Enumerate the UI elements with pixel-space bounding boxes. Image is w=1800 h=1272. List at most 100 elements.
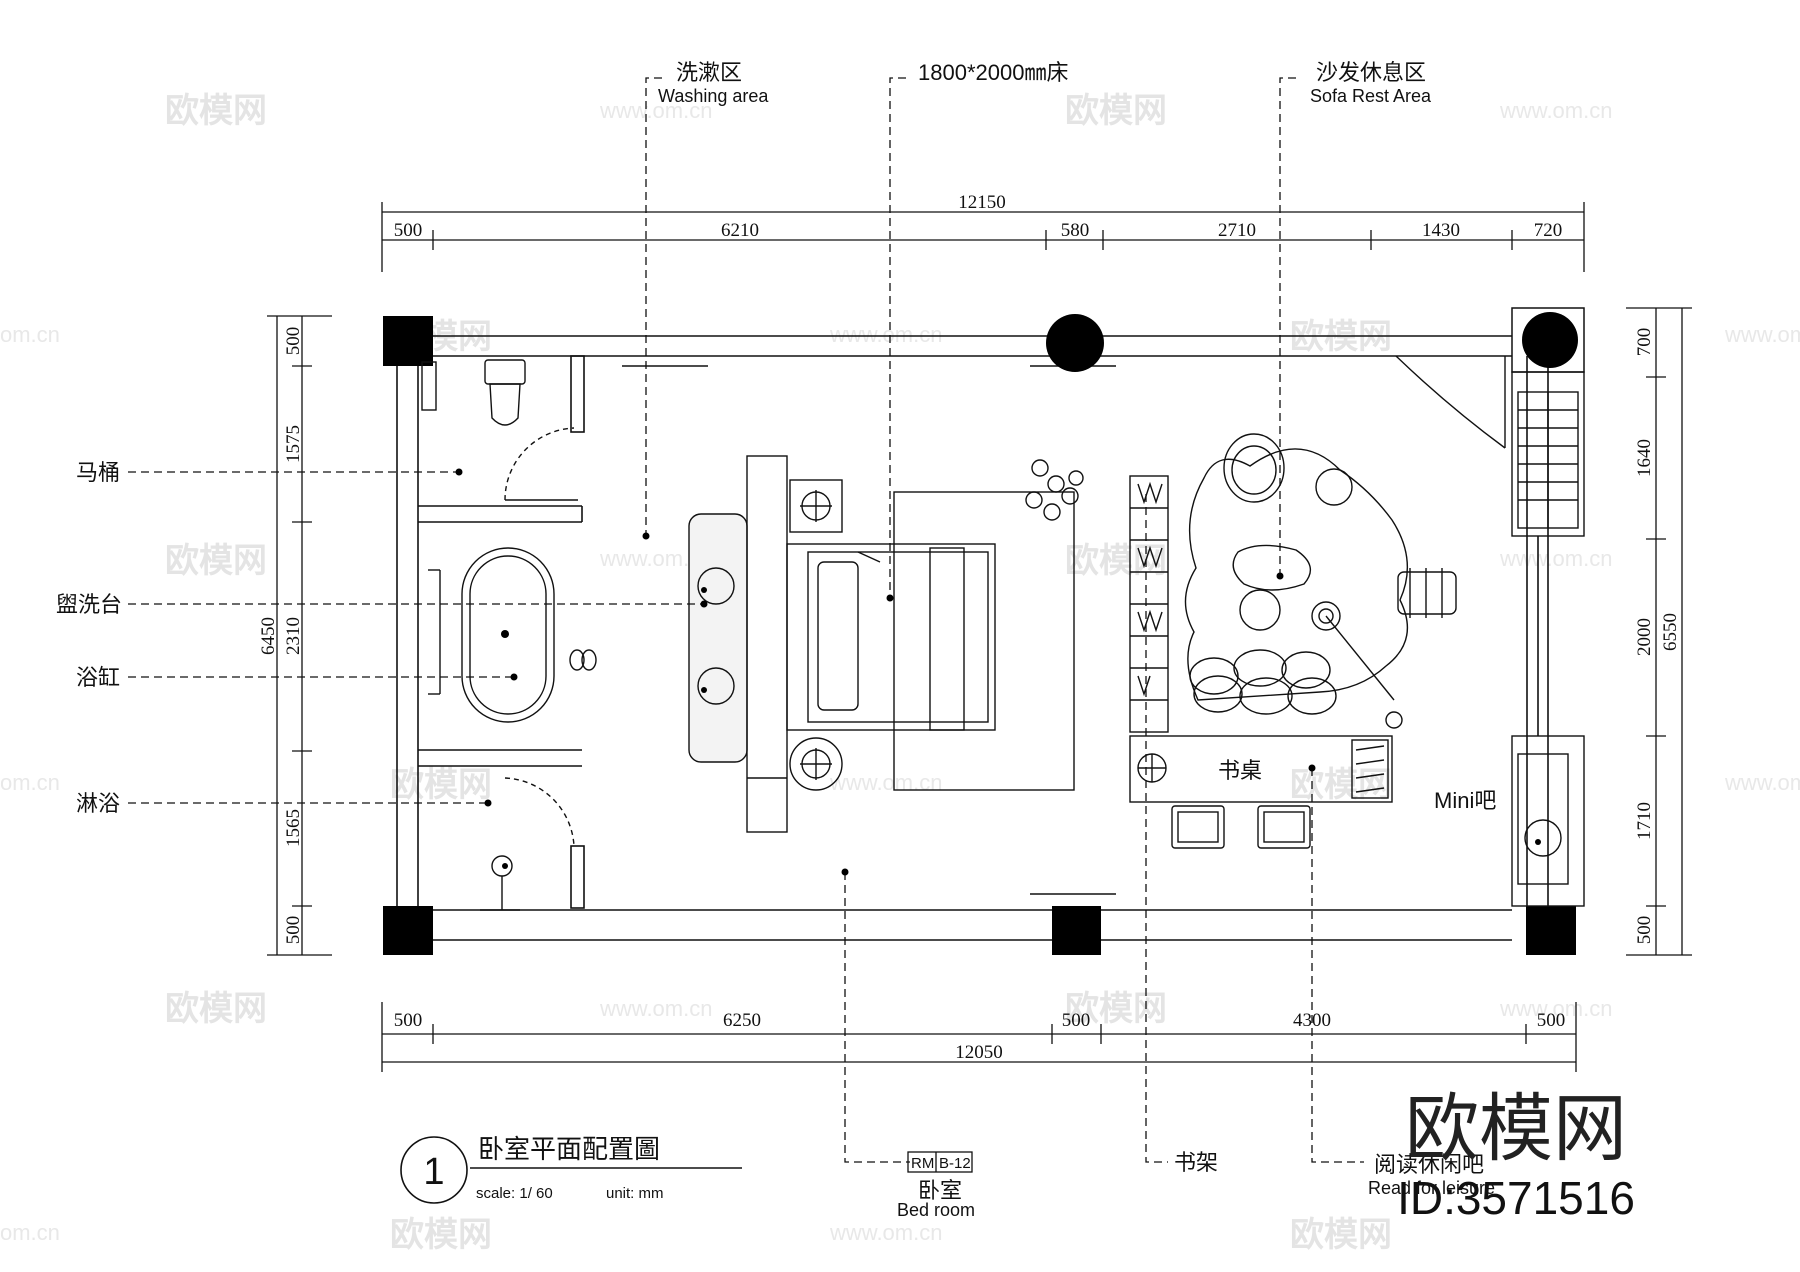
nightstand-bottom (789, 737, 843, 791)
label-sofa-en: Sofa Rest Area (1310, 86, 1432, 106)
watermark-site: www.om.cn (829, 322, 942, 347)
watermark-site: om.cn (0, 1220, 60, 1245)
watermark-brand: 欧模网 (1290, 318, 1392, 356)
dim-left-total: 6450 (258, 617, 279, 655)
watermark-brand: 欧模网 (1065, 542, 1167, 580)
lounge-chair (1223, 433, 1285, 503)
walls (396, 335, 1549, 941)
watermark-brand: 欧模网 (1065, 990, 1167, 1028)
sofa-rug (1184, 448, 1409, 701)
side-table (1315, 468, 1353, 506)
label-bathtub: 浴缸 (76, 665, 120, 690)
dimension-texts: 12150 500 6210 580 2710 1430 720 500 625… (258, 192, 1681, 1063)
label-shower: 淋浴 (76, 791, 120, 816)
dim-top-5: 720 (1534, 220, 1563, 241)
bath-shelf (421, 361, 437, 411)
entry-door-swing (1395, 355, 1506, 449)
dim-bottom-4: 500 (1537, 1010, 1566, 1031)
dim-top-0: 500 (394, 220, 423, 241)
dim-bottom-1: 6250 (723, 1010, 761, 1031)
dim-bottom-2: 500 (1062, 1010, 1091, 1031)
column-round-right (1522, 312, 1578, 368)
watermark-site: www.om.cn (599, 98, 712, 123)
column-round-top (1046, 314, 1104, 372)
coffee-table (1232, 544, 1312, 591)
dim-left-3: 1565 (283, 809, 304, 847)
dim-bottom-0: 500 (394, 1010, 423, 1031)
label-washing-en: Washing area (658, 86, 769, 106)
room-code-a: RM (911, 1155, 934, 1172)
label-toilet: 马桶 (76, 460, 120, 485)
label-desk: 书桌 (1218, 758, 1262, 783)
watermark-site: www.om.cn (1724, 770, 1800, 795)
soap-dish (569, 649, 585, 671)
drawing-number-circle (400, 1136, 468, 1204)
drawing-number: 1 (423, 1151, 444, 1193)
dim-right-4: 500 (1634, 916, 1655, 945)
bed-runner (929, 547, 965, 731)
watermark-brand: 欧模网 (165, 990, 267, 1028)
desk-chair (1171, 805, 1225, 849)
shower-door-swing (504, 777, 575, 847)
label-reading-en: Read for leisure (1368, 1178, 1495, 1198)
sink-lower (697, 667, 735, 705)
callout-labels: 洗漱区 Washing area 1800*2000㎜床 沙发休息区 Sofa … (56, 60, 1496, 1198)
leader-lines (128, 77, 1364, 1163)
dim-top-4: 1430 (1422, 220, 1460, 241)
watermark-site: om.cn (0, 770, 60, 795)
title-block: 1 卧室平面配置圖 scale: 1/ 60 unit: mm (400, 1135, 742, 1204)
watermark-site: www.om.cn (1724, 322, 1800, 347)
dim-left-4: 500 (283, 916, 304, 945)
label-bed-size: 1800*2000㎜床 (918, 60, 1068, 85)
desk (1129, 735, 1393, 803)
bed (786, 543, 996, 731)
column-bottom-left (383, 906, 433, 955)
columns (383, 312, 1578, 955)
vanity-counter (688, 513, 748, 763)
drawing-title: 卧室平面配置圖 (478, 1135, 660, 1165)
watermark-layer: 欧模网 欧模网 欧模网 欧模网 欧模网 欧模网 欧模网 欧模网 欧模网 欧模网 … (0, 92, 1800, 1254)
column-top-left (383, 316, 433, 366)
drawing-unit: unit: mm (606, 1185, 664, 1202)
dim-right-0: 700 (1634, 328, 1655, 357)
bed-area (688, 455, 1084, 833)
dimension-lines (267, 202, 1692, 1072)
dim-top-2: 580 (1061, 220, 1090, 241)
watermark-logo: 欧模网 (1405, 1087, 1627, 1170)
brand-watermark: 欧模网 ID:3571516 (1397, 1087, 1635, 1224)
dim-top-total: 12150 (958, 192, 1006, 213)
dim-right-total: 6550 (1660, 613, 1681, 651)
label-bedroom-cn: 卧室 (918, 1178, 962, 1203)
watermark-site: www.om.cn (599, 996, 712, 1021)
watermark-site: www.om.cn (1499, 98, 1612, 123)
bathtub-inner (469, 555, 547, 715)
room-code-b: B-12 (939, 1155, 971, 1172)
rug (893, 491, 1075, 791)
toilet-door-swing (504, 427, 575, 501)
sink-upper (697, 567, 735, 605)
label-reading-cn: 阅读休闲吧 (1374, 1152, 1484, 1177)
wardrobe (1511, 371, 1585, 537)
label-sofa-cn: 沙发休息区 (1316, 60, 1426, 85)
label-basin: 盥洗台 (56, 592, 122, 617)
toilet-bowl (489, 383, 521, 426)
dim-left-0: 500 (283, 327, 304, 356)
nightstand-top (789, 479, 843, 533)
bathtub (461, 547, 555, 723)
pillow (817, 561, 859, 711)
minibar-sink (1524, 819, 1562, 857)
dim-bottom-total: 12050 (955, 1042, 1003, 1063)
dim-right-3: 1710 (1634, 802, 1655, 840)
label-minibar: Mini吧 (1434, 788, 1496, 813)
watermark-id: ID:3571516 (1397, 1172, 1635, 1224)
watermark-brand: 欧模网 (165, 92, 267, 130)
column-bottom-right (1526, 906, 1576, 955)
dim-right-1: 1640 (1634, 439, 1655, 477)
label-washing-cn: 洗漱区 (676, 60, 742, 85)
watermark-site: www.om.cn (829, 770, 942, 795)
column-bottom-middle (1052, 906, 1101, 955)
toilet-tank (484, 359, 526, 385)
dim-top-3: 2710 (1218, 220, 1256, 241)
watermark-site: om.cn (0, 322, 60, 347)
wardrobe-minibar (1511, 371, 1585, 907)
